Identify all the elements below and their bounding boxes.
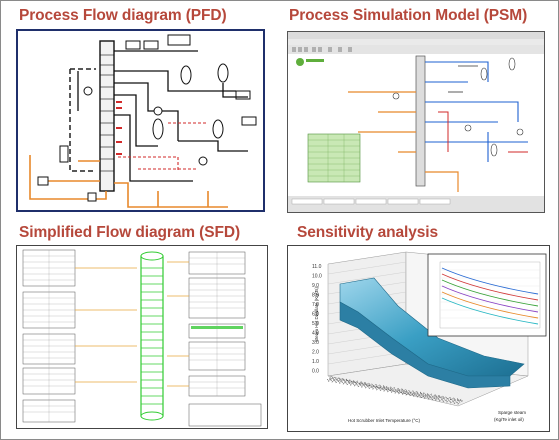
z-tick-label: 10.0 — [312, 274, 322, 280]
x-tick-label: 165 — [418, 391, 427, 399]
z-tick-label: 9.0 — [312, 283, 319, 289]
x-tick-label: 173 — [448, 396, 457, 404]
x-tick-label: 156 — [385, 385, 394, 393]
z-tick-label: 11.0 — [312, 264, 322, 270]
x-tick-label: 164 — [415, 390, 424, 398]
sfd-diagram — [16, 245, 268, 429]
depth-axis-title-2: (Kg/Te inlet oil) — [494, 417, 524, 422]
x-tick-label: 149 — [359, 380, 368, 388]
z-tick-label: 5.0 — [312, 321, 319, 327]
x-tick-label: 175 — [455, 397, 464, 405]
x-tick-label: 160 — [400, 387, 409, 395]
z-tick-label: 8.0 — [312, 293, 319, 299]
x-tick-label: 148 — [355, 380, 364, 388]
x-tick-label: 157 — [389, 386, 398, 394]
x-tick-label: 170 — [437, 394, 446, 402]
z-tick-label: 6.0 — [312, 312, 319, 318]
x-tick-label: 174 — [452, 397, 461, 405]
x-tick-label: 167 — [426, 392, 435, 400]
x-tick-label: 151 — [366, 382, 375, 390]
z-tick-label: 1.0 — [312, 359, 319, 365]
z-tick-label: 2.0 — [312, 350, 319, 356]
z-tick-label: 7.0 — [312, 302, 319, 308]
sa-title: Sensitivity analysis — [297, 224, 439, 241]
x-tick-label: 140 — [326, 374, 335, 382]
sensitivity-chart: 11.0 10.0 9.0 8.0 7.0 6.0 5.0 4.0 3.0 2.0 1.0 0.0 1… — [287, 245, 550, 432]
x-tick-label: 141 — [329, 375, 338, 383]
x-tick-label: 150 — [363, 381, 372, 389]
x-tick-label: 142 — [333, 376, 342, 384]
pfd-diagram — [16, 29, 265, 212]
x-tick-label: 163 — [411, 389, 420, 397]
x-tick-label: 147 — [352, 379, 361, 387]
pfd-title: Process Flow diagram (PFD) — [19, 7, 227, 24]
x-tick-label: 172 — [444, 395, 453, 403]
x-tick-label: 158 — [392, 386, 401, 394]
x-tick-label: 171 — [440, 395, 449, 403]
x-tick-label: 161 — [403, 388, 412, 396]
x-tick-label: 152 — [370, 382, 379, 390]
z-tick-label: 4.0 — [312, 331, 319, 337]
z-tick-label: 0.0 — [312, 369, 319, 375]
sfd-title: Simplified Flow diagram (SFD) — [19, 224, 241, 241]
x-tick-label: 145 — [344, 378, 353, 386]
x-tick-label: 159 — [396, 387, 405, 395]
depth-axis-title-1: Sparge steam — [498, 410, 526, 415]
x-tick-label: 169 — [433, 393, 442, 401]
x-tick-label: 143 — [337, 376, 346, 384]
x-tick-label: 155 — [381, 384, 390, 392]
z-tick-label: 3.0 — [312, 340, 319, 346]
x-tick-label: 153 — [374, 383, 383, 391]
psm-screenshot — [287, 31, 545, 213]
x-tick-label: 162 — [407, 389, 416, 397]
x-tick-label: 168 — [429, 393, 438, 401]
x-tick-label: 144 — [341, 377, 350, 385]
z-axis-title: Steam Hot Distillate (Kg/Ts) — [314, 286, 319, 342]
x-tick-label: 146 — [348, 378, 357, 386]
x-tick-label: 154 — [378, 384, 387, 392]
psm-title: Process Simulation Model (PSM) — [289, 7, 528, 24]
x-tick-label: 166 — [422, 391, 431, 399]
x-axis-title: Hot Scrubber Inlet Temperature (°C) — [348, 418, 420, 423]
